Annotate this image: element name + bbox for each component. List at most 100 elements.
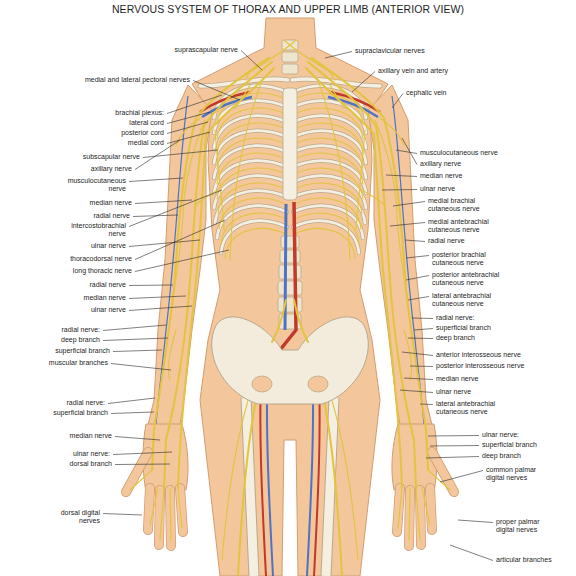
leader-line (143, 150, 218, 158)
leader-line (135, 200, 192, 204)
nerve-label: radial nerve: (61, 326, 100, 334)
leader-line (430, 445, 479, 447)
leader-line (400, 390, 433, 393)
nerve-label: median nerve (436, 375, 478, 383)
aorta (280, 202, 296, 350)
leader-line (405, 240, 425, 242)
nerve-label: ulnar nerve (91, 242, 126, 250)
nerve-label: medial cord (128, 139, 164, 147)
nerve-label: superficial branch (436, 324, 491, 332)
spine (278, 40, 302, 329)
nerve-label: radial nerve (93, 212, 130, 220)
nerve-label: radial nerve: (66, 399, 105, 407)
leader-line (402, 352, 433, 356)
nerve-label: subscapular nerve (83, 153, 140, 161)
leader-line (412, 318, 433, 320)
leader-line (111, 412, 154, 414)
vertebra (278, 297, 302, 312)
nerve-label: radial nerve (89, 281, 126, 289)
nerve-label: deep branch (482, 452, 521, 460)
nerve-label: common palmar digital nerves (486, 466, 538, 483)
nerve-label: axillary vein and artery (378, 67, 448, 75)
leader-line (113, 452, 172, 455)
leader-line (135, 250, 229, 272)
nerve-label: muscular branches (49, 359, 108, 367)
nerve-label: superficial branch (55, 347, 110, 355)
nerve-label: posterior antebrachial cutaneous nerve (432, 271, 508, 288)
nerve-label: posterior brachial cutaneous nerve (432, 251, 498, 268)
leader-line (103, 514, 142, 516)
nerve-label: axillary nerve (91, 165, 132, 173)
leader-line (426, 457, 479, 459)
leader-line (396, 150, 417, 154)
nerve-label: medial brachial cutaneous nerve (428, 197, 486, 214)
nerve-label: dorsal digital nerves (54, 509, 100, 526)
nerve-label: musculocutaneous nerve (420, 149, 498, 157)
nerve-label: lateral antebrachial cutaneous nerve (432, 292, 502, 309)
leader-line (402, 138, 417, 165)
leader-line (113, 350, 162, 352)
leader-line (390, 223, 425, 227)
leader-line (458, 520, 493, 523)
obturator-foramen (308, 376, 328, 392)
body-left (126, 40, 335, 576)
leader-line (241, 51, 262, 71)
leader-line (352, 72, 375, 93)
leader-line (382, 189, 417, 191)
leader-line (129, 296, 186, 299)
vertebra (279, 265, 301, 279)
leader-line (129, 240, 200, 247)
nerve-label: anterior interosseous nerve (436, 351, 521, 359)
leader-line (115, 464, 170, 466)
leader-line (325, 52, 352, 59)
lumbar-plexus (294, 300, 308, 342)
leader-line (392, 94, 403, 109)
leader-line (115, 437, 160, 441)
nerve-label: lateral cord (129, 119, 164, 127)
nerve-label: radial nerve (428, 237, 465, 245)
nerve-label: supraclavicular nerves (355, 47, 425, 55)
leader-line (103, 338, 168, 341)
nerve-label: deep branch (61, 336, 100, 344)
leader-line (450, 545, 493, 561)
leader-line (406, 276, 429, 281)
leader-line (167, 122, 208, 134)
vertebra (280, 250, 300, 263)
pelvis (212, 317, 369, 404)
leader-line (103, 325, 166, 331)
nerve-label: ulnar nerve (420, 185, 455, 193)
nerve-label: thoracodorsal nerve (70, 255, 132, 263)
vena-cava (285, 204, 286, 330)
nerve-label: brachial plexus: (115, 109, 164, 117)
nerve-label: musculocutaneous nerve (64, 177, 126, 194)
nerve-label: proper palmar digital nerves (496, 518, 548, 535)
leader-line (408, 297, 429, 301)
leader-line (428, 435, 479, 437)
nerve-label: median nerve (84, 294, 126, 302)
nerve-label: long thoracic nerve (73, 267, 132, 275)
lumbar-plexus (272, 300, 286, 342)
leader-line (135, 220, 225, 260)
vertebra (282, 64, 298, 74)
leader-line (440, 471, 483, 483)
nerve-label: ulnar nerve (91, 306, 126, 314)
leader-line (129, 178, 183, 182)
vertebra (282, 52, 298, 62)
nerve-label: deep branch (436, 334, 475, 342)
diagram-title: NERVOUS SYSTEM OF THORAX AND UPPER LIMB … (0, 3, 576, 15)
leader-line (129, 190, 222, 227)
nerve-label: median nerve (420, 172, 462, 180)
nerve-label: posterior interosseous nerve (436, 362, 524, 370)
leader-line (404, 378, 433, 380)
leader-line (420, 404, 433, 406)
leader-line (393, 202, 425, 207)
nerve-label: cephalic vein (406, 89, 446, 97)
nerve-label: intercostobrachial nerve (62, 222, 126, 239)
nerve-label: suprascapular nerve (175, 46, 238, 54)
body-right (245, 40, 454, 576)
leader-line (410, 366, 433, 368)
